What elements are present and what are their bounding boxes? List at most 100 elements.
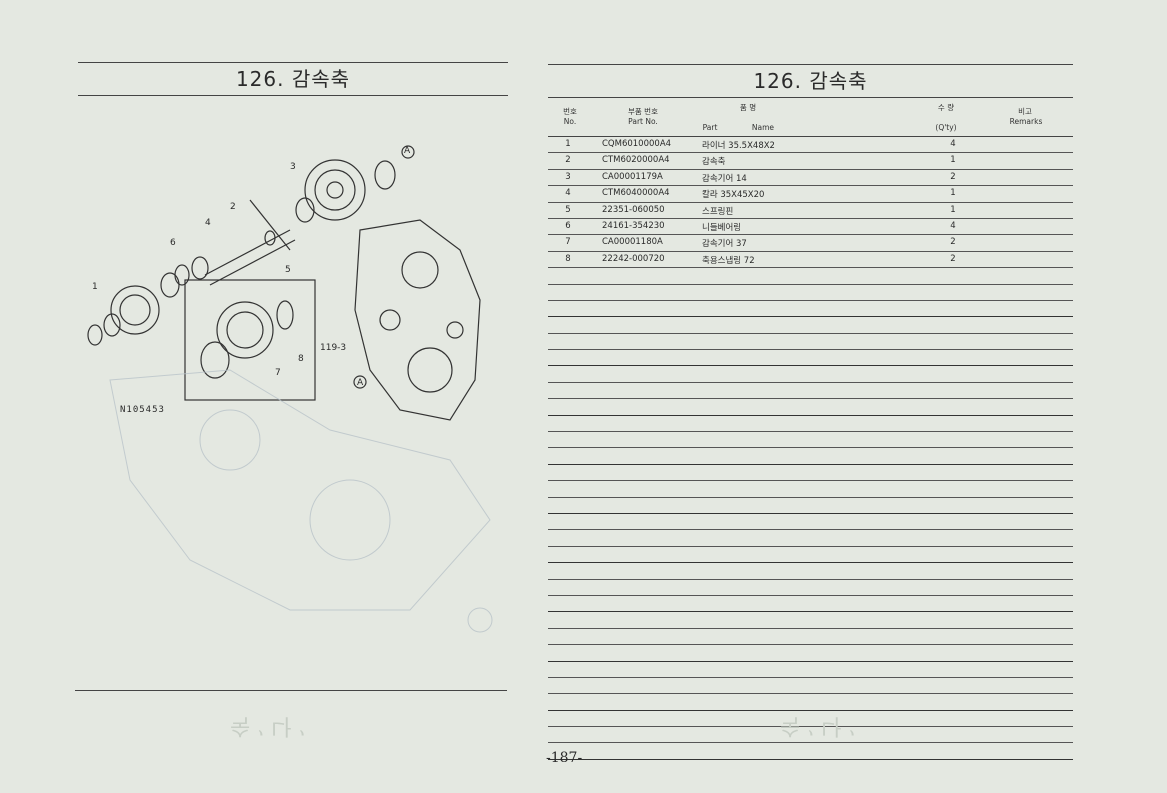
- cell-name: 감속기어 37: [702, 239, 747, 250]
- empty-row: [548, 317, 1073, 334]
- empty-row: [548, 366, 1073, 383]
- table-body: 1 CQM6010000A4 라이너 35.5X48X2 4 2 CTM6020000A…: [548, 137, 1073, 760]
- cell-qty: 4: [950, 139, 956, 149]
- empty-row: [548, 383, 1073, 400]
- cell-qty: 2: [950, 253, 956, 264]
- cell-qty: 2: [950, 237, 956, 248]
- empty-row: [548, 481, 1073, 498]
- bleed-through-left: 숙 ’ 나 ’: [230, 713, 306, 738]
- table-row: 2 CTM6020000A4 감속축 1: [548, 153, 1073, 170]
- header-part-en: Part No.: [628, 117, 658, 126]
- cell-part: CTM6020000A4: [602, 155, 670, 166]
- empty-row: [548, 399, 1073, 416]
- cell-name: 감속축: [702, 157, 726, 168]
- empty-row: [548, 711, 1073, 728]
- header-remarks-en: Remarks: [1009, 117, 1043, 126]
- callout-a-top: A: [404, 146, 411, 156]
- cell-name: 축용스냅링 72: [702, 255, 755, 266]
- cell-no: 5: [565, 204, 571, 215]
- bleed-through-right: 숙 ’ 나 ’: [780, 713, 856, 738]
- empty-row: [548, 547, 1073, 564]
- diagram-drawing: [87, 145, 493, 633]
- page-number: -187-: [546, 750, 583, 766]
- cell-no: 2: [565, 155, 571, 166]
- empty-row: [548, 268, 1073, 285]
- callout-1: 1: [92, 282, 98, 292]
- header-remarks-ko: 비고: [1018, 107, 1032, 116]
- table-header: 번호 No. 부품 번호 Part No. 품 명 Part Name 수 량 …: [548, 100, 1073, 137]
- cell-no: 3: [565, 171, 571, 182]
- header-part-ko: 부품 번호: [628, 107, 658, 116]
- cell-name: 라이너 35.5X48X2: [702, 141, 775, 151]
- cell-name: 감속기어 14: [702, 173, 747, 184]
- header-no-en: No.: [563, 117, 577, 126]
- empty-row: [548, 662, 1073, 678]
- callout-2: 2: [230, 202, 236, 212]
- cell-part: 22351-060050: [602, 204, 665, 215]
- cell-name: 칼라 35X45X20: [702, 190, 765, 201]
- cell-name: 니들베어링: [702, 222, 742, 233]
- header-name-en-name: Name: [751, 123, 775, 132]
- empty-row: [548, 678, 1073, 695]
- empty-row: [548, 645, 1073, 662]
- callout-6: 6: [170, 238, 176, 248]
- exploded-parts-diagram: N105453 A A 119-3 3 2 4 5 6 7 8 1: [70, 140, 510, 660]
- empty-row: [548, 416, 1073, 433]
- callout-119-3: 119-3: [320, 343, 347, 353]
- cell-part: 24161-354230: [602, 220, 665, 231]
- cell-qty: 2: [950, 171, 956, 182]
- header-qty-ko: 수 량: [937, 103, 955, 112]
- cell-part: CTM6040000A4: [602, 188, 670, 199]
- left-title-block: 126. 감속축: [78, 62, 508, 96]
- empty-row: [548, 301, 1073, 318]
- empty-row: [548, 498, 1073, 514]
- header-qty-en: (Q'ty): [935, 123, 957, 132]
- table-row: 8 22242-000720 축용스냅링 72 2: [548, 252, 1073, 269]
- table-row: 5 22351-060050 스프링핀 1: [548, 203, 1073, 219]
- cell-no: 1: [565, 139, 571, 149]
- header-no-ko: 번호: [563, 107, 577, 116]
- cell-qty: 4: [950, 220, 956, 231]
- empty-row: [548, 743, 1073, 760]
- empty-row: [548, 334, 1073, 351]
- right-title-block: 126. 감속축: [548, 64, 1073, 98]
- parts-table: 번호 No. 부품 번호 Part No. 품 명 Part Name 수 량 …: [548, 100, 1073, 760]
- cell-qty: 1: [950, 155, 956, 166]
- empty-row: [548, 727, 1073, 744]
- empty-row: [548, 563, 1073, 580]
- cell-part: CA00001179A: [602, 171, 663, 182]
- empty-row: [548, 530, 1073, 547]
- empty-row: [548, 596, 1073, 613]
- table-row: 1 CQM6010000A4 라이너 35.5X48X2 4: [548, 137, 1073, 154]
- callout-8: 8: [298, 354, 304, 364]
- empty-row: [548, 580, 1073, 596]
- empty-row: [548, 465, 1073, 482]
- cell-no: 6: [565, 220, 571, 231]
- empty-row: [548, 432, 1073, 449]
- empty-row: [548, 285, 1073, 301]
- right-page-title: 126. 감속축: [753, 69, 868, 93]
- cell-no: 8: [565, 253, 571, 264]
- empty-row: [548, 629, 1073, 646]
- callout-5: 5: [285, 265, 291, 275]
- left-page: 126. 감속축: [0, 0, 560, 793]
- table-row: 6 24161-354230 니들베어링 4: [548, 219, 1073, 236]
- callout-3: 3: [290, 162, 296, 172]
- empty-row: [548, 694, 1073, 711]
- cell-qty: 1: [950, 204, 956, 215]
- left-bottom-rule: [75, 690, 507, 691]
- header-name-ko: 품 명: [739, 103, 757, 112]
- header-name-en-part: Part: [702, 123, 718, 132]
- empty-row: [548, 448, 1073, 465]
- empty-row: [548, 612, 1073, 629]
- cell-name: 스프링핀: [702, 206, 734, 217]
- table-row: 3 CA00001179A 감속기어 14 2: [548, 170, 1073, 187]
- empty-row: [548, 514, 1073, 531]
- cell-part: 22242-000720: [602, 253, 665, 264]
- callout-4: 4: [205, 218, 211, 228]
- callout-a-bottom: A: [357, 378, 364, 388]
- cell-part: CQM6010000A4: [602, 139, 672, 149]
- cell-no: 7: [565, 237, 571, 248]
